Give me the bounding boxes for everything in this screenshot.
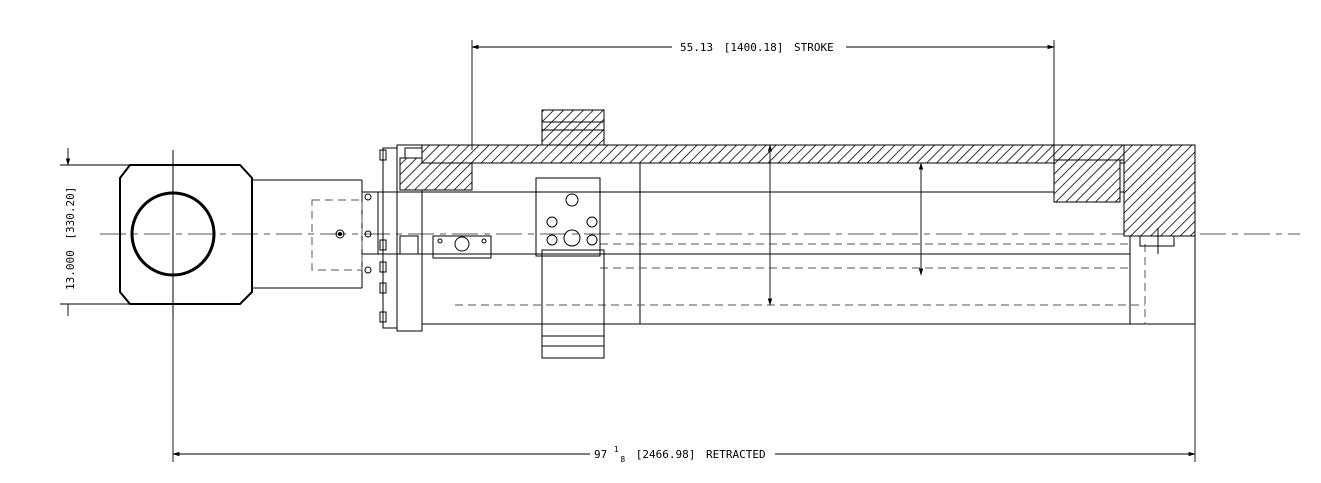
stroke-value: 55.13 bbox=[680, 41, 713, 54]
retracted-whole: 97 bbox=[594, 448, 607, 461]
svg-text:97 1 8 [2466: 97 1 8 [2466.98] RETRACTED bbox=[594, 442, 766, 465]
height-metric: [330.20] bbox=[64, 187, 77, 240]
rod-eye bbox=[119, 150, 363, 318]
end-cap bbox=[1123, 144, 1196, 324]
svg-text:55.13 [1400.18] ST: 55.13 [1400.18] STROKE bbox=[680, 41, 834, 54]
height-dimension: 13.000 [330.20] bbox=[60, 148, 130, 316]
svg-text:13.000 [330.20]: 13.000 [330.20] bbox=[64, 187, 77, 290]
retracted-metric: [2466.98] bbox=[636, 448, 696, 461]
height-value: 13.000 bbox=[64, 250, 77, 290]
stroke-dimension: 55.13 [1400.18] STROKE bbox=[471, 40, 1055, 150]
piston-rod bbox=[362, 191, 1130, 274]
retracted-frac-num: 1 bbox=[614, 445, 619, 454]
retracted-frac-den: 8 bbox=[620, 455, 625, 464]
stroke-note: STROKE bbox=[794, 41, 834, 54]
retracted-dimension: 97 1 8 [2466.98] RETRACTED bbox=[172, 318, 1196, 465]
piston bbox=[1053, 144, 1125, 203]
stroke-metric: [1400.18] bbox=[724, 41, 784, 54]
trunnion-mount bbox=[535, 109, 605, 359]
retracted-note: RETRACTED bbox=[706, 448, 766, 461]
port-block bbox=[432, 235, 492, 259]
